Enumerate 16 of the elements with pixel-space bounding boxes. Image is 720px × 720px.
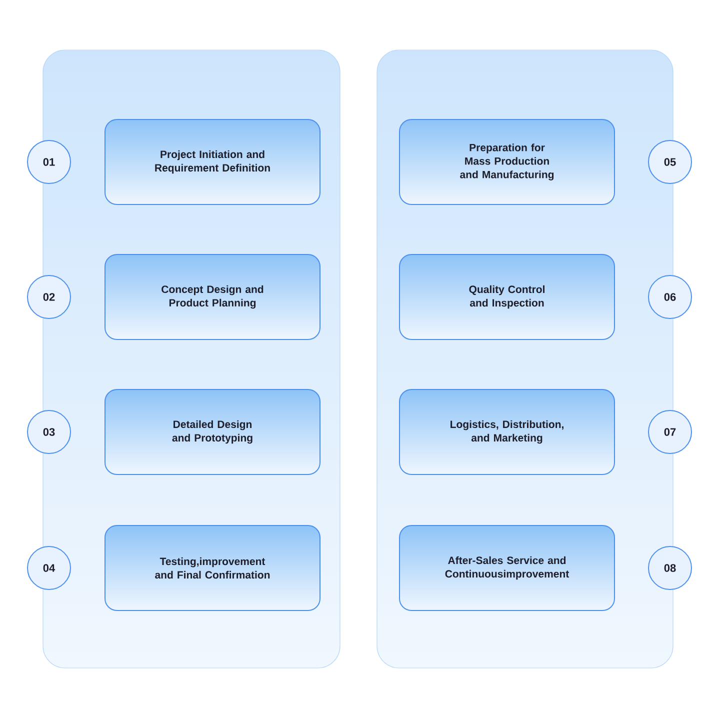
step-box: Logistics, Distribution, and Marketing — [399, 389, 615, 475]
step-number: 02 — [27, 275, 71, 319]
step-number: 03 — [27, 410, 71, 454]
step-number: 06 — [648, 275, 692, 319]
step-number: 01 — [27, 140, 71, 184]
step-box: Concept Design and Product Planning — [104, 254, 320, 340]
step-box: Quality Control and Inspection — [399, 254, 615, 340]
step-number: 07 — [648, 410, 692, 454]
step-number: 04 — [27, 546, 71, 590]
step-box: Project Initiation and Requirement Definition — [104, 119, 320, 205]
step-number: 08 — [648, 546, 692, 590]
step-box: After-Sales Service and Continuousimprovement — [399, 525, 615, 611]
step-number: 05 — [648, 140, 692, 184]
step-box: Detailed Design and Prototyping — [104, 389, 320, 475]
step-box: Testing,improvement and Final Confirmation — [104, 525, 320, 611]
step-box: Preparation for Mass Production and Manufacturing — [399, 119, 615, 205]
